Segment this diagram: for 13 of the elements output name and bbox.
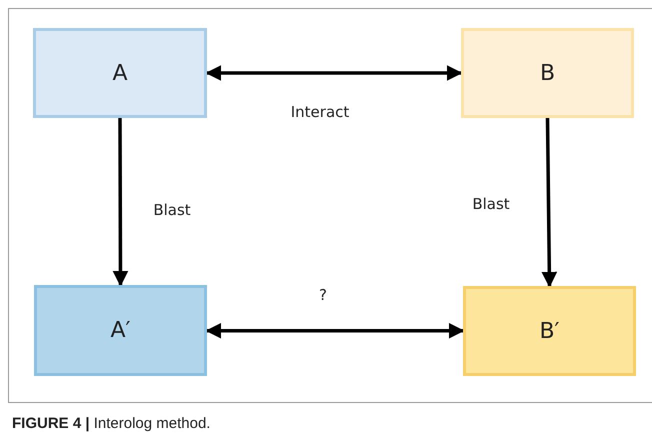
- arrow: [112, 118, 128, 287]
- process-box: [33, 28, 207, 118]
- arrow: [205, 65, 463, 81]
- box-label: A′: [110, 318, 131, 343]
- arrow: [541, 118, 558, 288]
- process-box: [34, 285, 207, 376]
- box-label: B: [540, 60, 556, 86]
- process-box: [461, 28, 634, 118]
- arrow: [205, 322, 465, 339]
- figure-caption: FIGURE 4 | Interolog method.: [12, 415, 210, 432]
- box-label: A: [112, 60, 128, 86]
- process-box: [463, 286, 636, 376]
- box-label: B′: [539, 318, 560, 344]
